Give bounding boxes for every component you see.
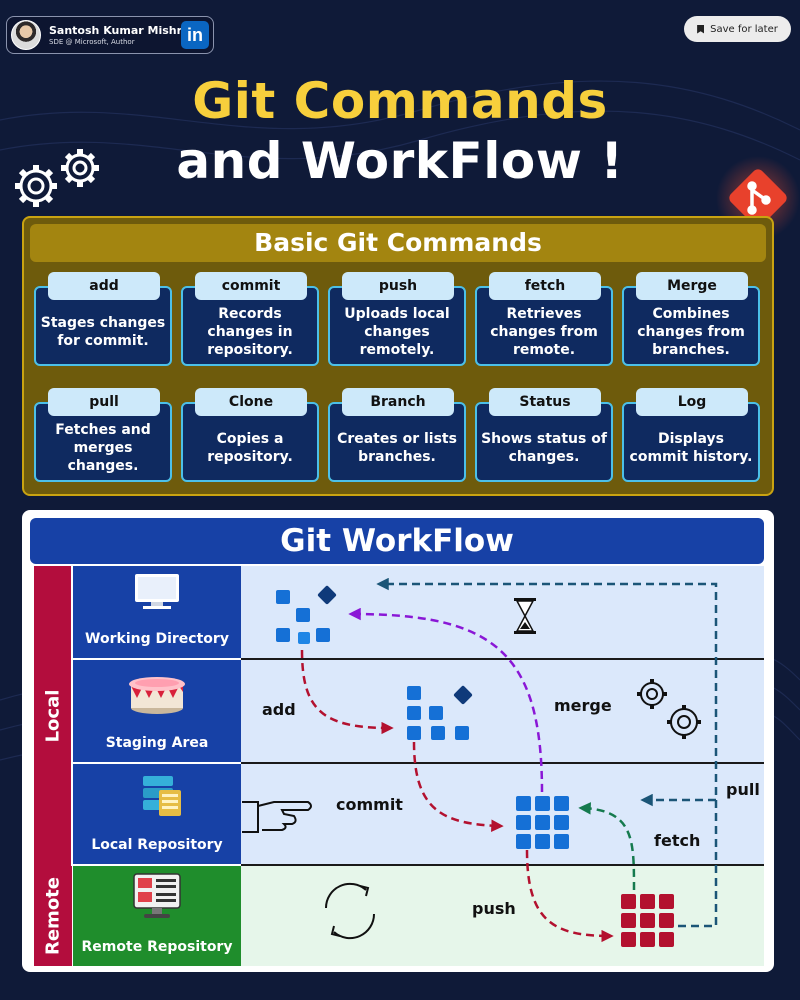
- add-arrow: [300, 649, 394, 735]
- author-profile[interactable]: Santosh Kumar Mishra SDE @ Microsoft, Au…: [6, 16, 214, 54]
- command-card-push[interactable]: push Uploads local changes remotely.: [328, 272, 466, 366]
- monitor-icon: [135, 574, 179, 609]
- basic-commands-panel: Basic Git Commands add Stages changes fo…: [22, 216, 774, 496]
- command-name: commit: [195, 272, 307, 300]
- row-label-text: Local Repository: [91, 837, 223, 853]
- command-card-clone[interactable]: Clone Copies a repository.: [181, 388, 319, 482]
- row-local-repository: Local Repository: [73, 764, 241, 866]
- command-card-log[interactable]: Log Displays commit history.: [622, 388, 760, 482]
- fetch-label: fetch: [654, 831, 701, 850]
- pull-arrow: [376, 577, 718, 928]
- server-icon: [133, 873, 181, 918]
- staging-area-files: [407, 685, 473, 740]
- basic-commands-heading: Basic Git Commands: [30, 224, 766, 262]
- local-group-label: Local: [34, 566, 72, 866]
- title-line-2: and WorkFlow !: [176, 132, 624, 190]
- settings-gears-icon: [640, 682, 698, 736]
- command-card-add[interactable]: add Stages changes for commit.: [34, 272, 172, 366]
- merge-arrow: [348, 607, 544, 793]
- command-name: push: [342, 272, 454, 300]
- linkedin-icon[interactable]: in: [181, 21, 209, 49]
- workflow-heading: Git WorkFlow: [30, 518, 764, 564]
- save-for-later-button[interactable]: Save for later: [684, 16, 791, 42]
- merge-label: merge: [554, 696, 612, 715]
- command-card-commit[interactable]: commit Records changes in repository.: [181, 272, 319, 366]
- author-role: SDE @ Microsoft, Author: [49, 37, 135, 46]
- row-label-text: Staging Area: [105, 735, 209, 751]
- stage-icon: [129, 677, 185, 714]
- pointing-hand-icon: [242, 801, 312, 833]
- avatar: [11, 20, 41, 50]
- commit-label: commit: [336, 795, 403, 814]
- command-card-fetch[interactable]: fetch Retrieves changes from remote.: [475, 272, 613, 366]
- push-label: push: [472, 899, 516, 918]
- push-arrow: [525, 849, 614, 943]
- working-directory-files: [276, 585, 337, 644]
- local-repository-lane: [241, 764, 764, 866]
- command-name: Merge: [636, 272, 748, 300]
- command-name: Log: [636, 388, 748, 416]
- workflow-diagram: [242, 577, 718, 947]
- command-card-merge[interactable]: Merge Combines changes from branches.: [622, 272, 760, 366]
- remote-repository-commits: [621, 894, 674, 947]
- row-working-directory: Working Directory: [73, 566, 241, 660]
- local-repository-commits: [516, 796, 569, 849]
- command-name: Clone: [195, 388, 307, 416]
- author-name: Santosh Kumar Mishra: [49, 23, 190, 37]
- remote-group-label: Remote: [34, 866, 72, 966]
- title-line-1: Git Commands: [192, 72, 608, 130]
- pull-label: pull: [726, 780, 760, 799]
- row-label-text: Remote Repository: [81, 939, 233, 955]
- remote-repository-lane: [241, 866, 764, 966]
- command-name: Status: [489, 388, 601, 416]
- database-icon: [143, 776, 181, 816]
- command-card-pull[interactable]: pull Fetches and merges changes.: [34, 388, 172, 482]
- hourglass-icon: [514, 598, 536, 634]
- working-directory-lane: [241, 566, 764, 660]
- command-card-branch[interactable]: Branch Creates or lists branches.: [328, 388, 466, 482]
- row-staging-area: Staging Area: [73, 660, 241, 764]
- save-for-later-label: Save for later: [710, 23, 778, 35]
- bookmark-icon: [697, 24, 705, 34]
- commit-arrow: [412, 741, 504, 832]
- command-name: fetch: [489, 272, 601, 300]
- sync-icon: [324, 882, 376, 940]
- git-workflow-panel: Git WorkFlow Local Remote Working Direct…: [22, 510, 774, 972]
- command-name: Branch: [342, 388, 454, 416]
- fetch-arrow: [578, 802, 636, 891]
- command-card-status[interactable]: Status Shows status of changes.: [475, 388, 613, 482]
- row-label-text: Working Directory: [85, 631, 229, 647]
- command-name: pull: [48, 388, 160, 416]
- row-remote-repository: Remote Repository: [73, 866, 241, 966]
- add-label: add: [262, 700, 296, 719]
- gears-icon: [15, 149, 99, 207]
- command-name: add: [48, 272, 160, 300]
